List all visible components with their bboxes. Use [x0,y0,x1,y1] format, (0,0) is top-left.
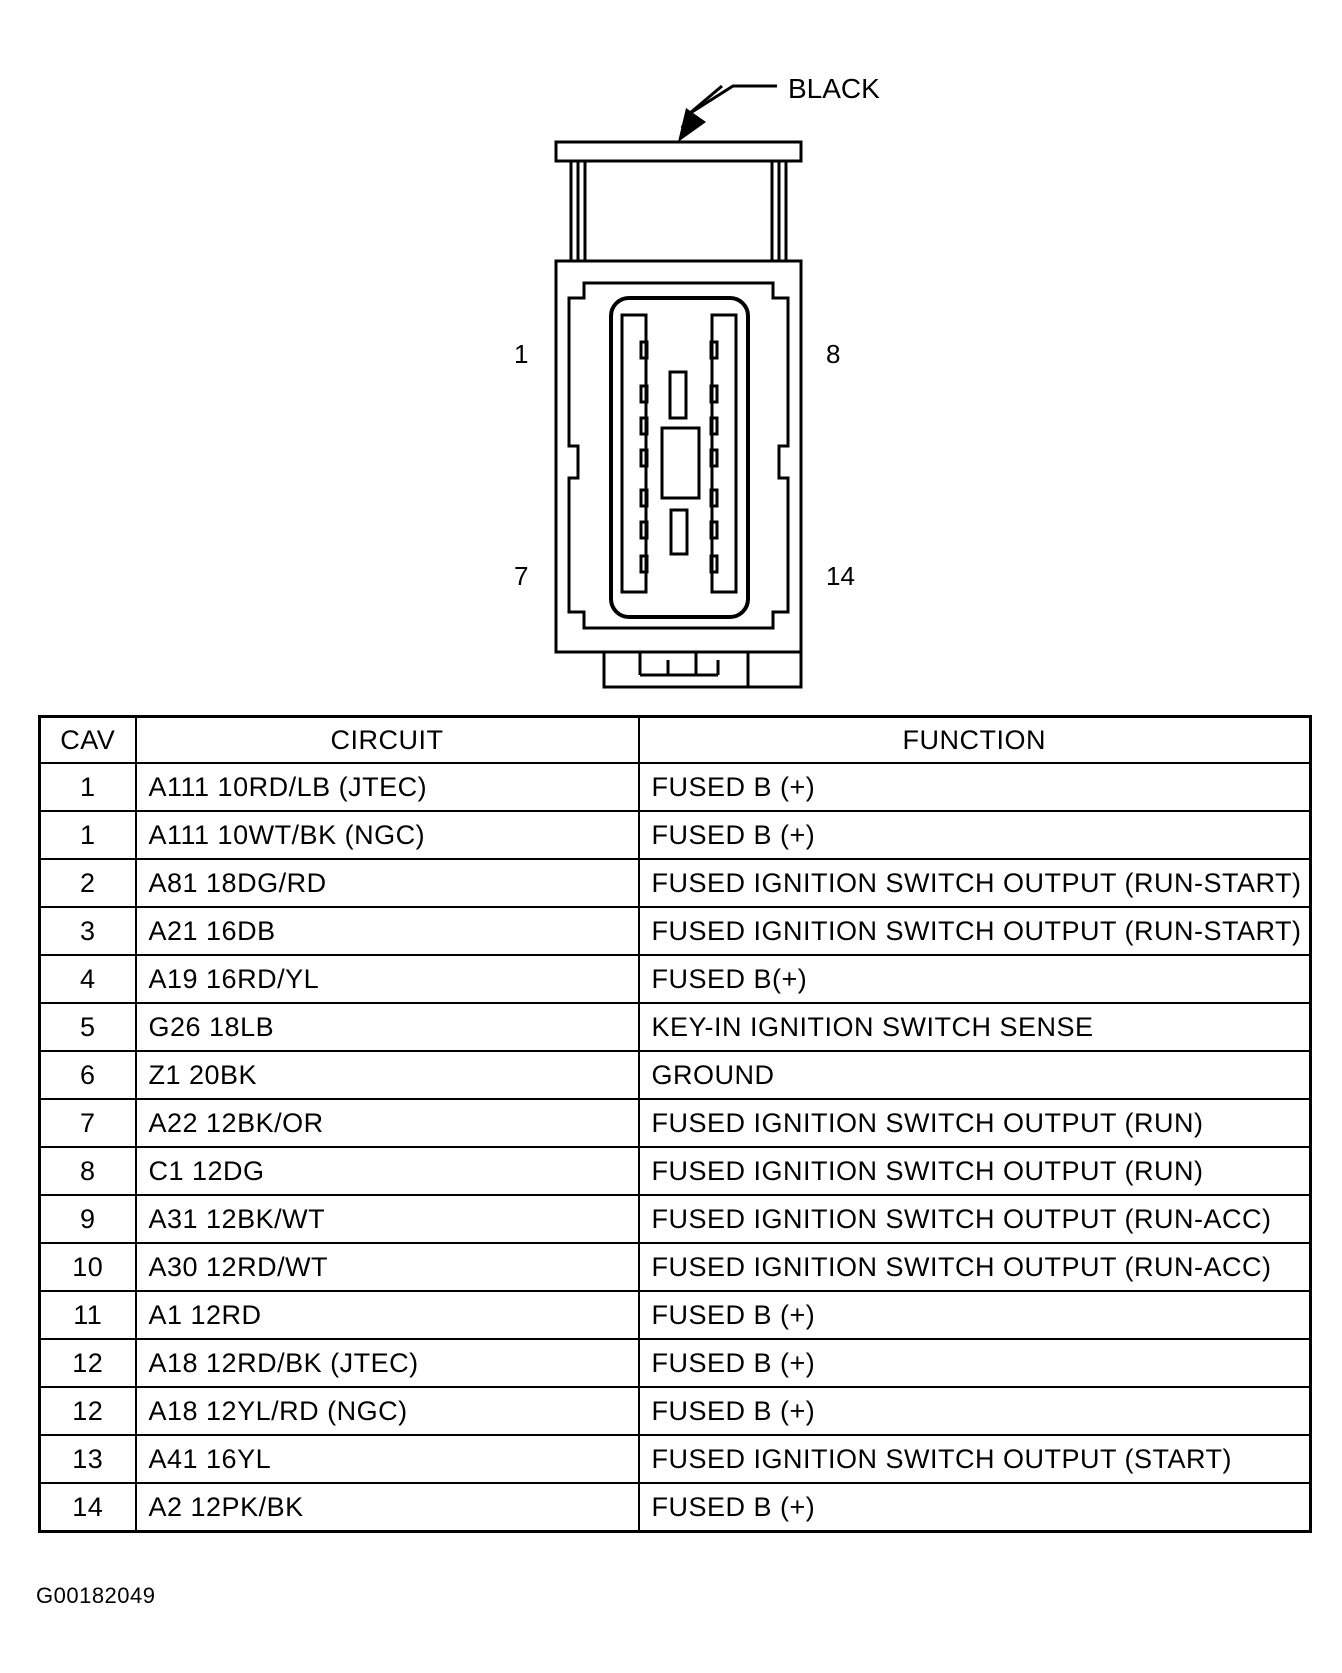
circuit-cell: Z1 20BK [134,1050,640,1100]
circuit-cell: G26 18LB [134,1002,640,1052]
pin-label-14: 14 [826,561,855,591]
cav-cell: 13 [38,1434,137,1484]
center-key [660,370,701,556]
cav-cell: 3 [38,906,137,956]
function-cell: FUSED B (+) [637,1386,1312,1436]
cav-cell: 8 [38,1146,137,1196]
function-cell: FUSED IGNITION SWITCH OUTPUT (RUN) [637,1146,1312,1196]
circuit-cell: A2 12PK/BK [134,1482,640,1533]
function-cell: FUSED B (+) [637,762,1312,812]
lock-tab [602,652,803,689]
function-cell: FUSED IGNITION SWITCH OUTPUT (RUN-ACC) [637,1242,1312,1292]
cav-cell: 14 [38,1482,137,1533]
pin-label-8: 8 [826,339,840,369]
function-cell: FUSED B(+) [637,954,1312,1004]
function-cell: FUSED B (+) [637,810,1312,860]
connector-inner-outline [567,281,790,630]
function-cell: FUSED B (+) [637,1482,1312,1533]
circuit-cell: A111 10RD/LB (JTEC) [134,762,640,812]
cav-cell: 7 [38,1098,137,1148]
function-cell: FUSED IGNITION SWITCH OUTPUT (RUN) [637,1098,1312,1148]
terminal-strip-left [620,313,649,594]
circuit-cell: A31 12BK/WT [134,1194,640,1244]
header-cav: CAV [38,715,137,764]
circuit-cell: A22 12BK/OR [134,1098,640,1148]
arrow-head-icon [678,108,706,142]
cav-cell: 11 [38,1290,137,1340]
circuit-cell: A21 16DB [134,906,640,956]
function-cell: FUSED IGNITION SWITCH OUTPUT (RUN-START) [637,858,1312,908]
latch-bar [554,140,803,163]
connector-color-label: BLACK [788,73,880,104]
circuit-cell: A1 12RD [134,1290,640,1340]
terminal-strip-right [709,313,738,594]
figure-id: G00182049 [36,1583,156,1608]
function-cell: GROUND [637,1050,1312,1100]
circuit-cell: A18 12RD/BK (JTEC) [134,1338,640,1388]
circuit-cell: A18 12YL/RD (NGC) [134,1386,640,1436]
circuit-cell: A30 12RD/WT [134,1242,640,1292]
circuit-cell: A19 16RD/YL [134,954,640,1004]
function-cell: FUSED IGNITION SWITCH OUTPUT (RUN-START) [637,906,1312,956]
header-function: FUNCTION [637,715,1312,764]
circuit-cell: A81 18DG/RD [134,858,640,908]
cav-cell: 6 [38,1050,137,1100]
function-cell: FUSED B (+) [637,1290,1312,1340]
table-header-row: CAV CIRCUIT FUNCTION [38,715,1312,764]
cav-cell: 2 [38,858,137,908]
cavity-well [609,296,750,619]
function-cell: FUSED IGNITION SWITCH OUTPUT (START) [637,1434,1312,1484]
circuit-cell: A111 10WT/BK (NGC) [134,810,640,860]
pin-label-1: 1 [514,339,528,369]
function-cell: FUSED IGNITION SWITCH OUTPUT (RUN-ACC) [637,1194,1312,1244]
cav-cell: 1 [38,762,137,812]
circuit-cell: A41 16YL [134,1434,640,1484]
cav-cell: 10 [38,1242,137,1292]
cav-cell: 1 [38,810,137,860]
connector-diagram: BLACK [514,73,880,689]
pin-label-7: 7 [514,561,528,591]
cav-cell: 12 [38,1386,137,1436]
latch-rails [569,161,788,261]
cav-cell: 12 [38,1338,137,1388]
function-cell: KEY-IN IGNITION SWITCH SENSE [637,1002,1312,1052]
header-circuit: CIRCUIT [134,715,640,764]
circuit-cell: C1 12DG [134,1146,640,1196]
cav-cell: 9 [38,1194,137,1244]
connector-body [554,259,803,654]
cav-cell: 5 [38,1002,137,1052]
function-cell: FUSED B (+) [637,1338,1312,1388]
cav-cell: 4 [38,954,137,1004]
